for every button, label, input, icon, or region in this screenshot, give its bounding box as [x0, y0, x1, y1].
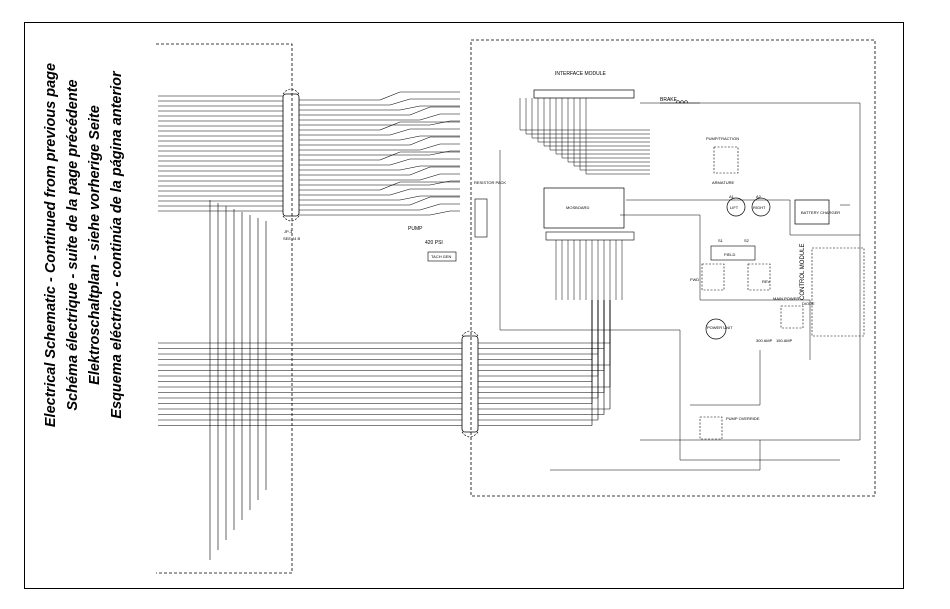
- pump-traction-label: PUMP/TRACTION: [706, 136, 739, 141]
- wire: [299, 181, 460, 191]
- psi-label: 420 PSI: [425, 240, 443, 246]
- wire: [525, 98, 650, 135]
- wire: [549, 98, 650, 151]
- wire: [531, 98, 650, 139]
- brake-coil: [660, 100, 700, 104]
- wire: [299, 158, 460, 166]
- wire: [579, 98, 650, 171]
- wire: [299, 165, 460, 171]
- tach-gen: [427, 251, 457, 262]
- wire: [620, 214, 811, 360]
- pump-override-relay: [699, 416, 723, 440]
- mosfet-board: [543, 187, 625, 229]
- bottom-connector: [461, 330, 479, 438]
- wire: [567, 98, 650, 163]
- wire: [626, 199, 860, 236]
- wire: [561, 98, 650, 159]
- rev-contactor: [747, 263, 771, 291]
- wire: [555, 98, 650, 155]
- armature-label: ARMATURE: [712, 180, 734, 185]
- wire: [585, 98, 650, 175]
- amp-300-label: 300 AMP: [756, 338, 773, 343]
- wire: [299, 143, 460, 151]
- diode-label: DIODE: [802, 301, 815, 306]
- interface-module-strip: [533, 89, 635, 99]
- drawing-frame: [24, 22, 904, 589]
- battery-charger-label: BATTERY CHARGER: [801, 210, 840, 215]
- wire: [573, 98, 650, 167]
- wire: [299, 166, 460, 176]
- brake-label: BRAKE: [660, 97, 678, 103]
- wire: [690, 350, 761, 406]
- resistor-pack-label: RESISTOR PACK: [474, 180, 506, 185]
- field-label: FIELD: [724, 252, 735, 257]
- mosfet-strip: [545, 231, 635, 241]
- conn-label: SEE J4 B: [283, 236, 300, 241]
- left-connector: [282, 88, 300, 222]
- main-power-contactor: [780, 305, 804, 329]
- fwd-contactor: [701, 263, 725, 291]
- wire: [299, 196, 460, 206]
- a1-label: A1: [729, 194, 735, 199]
- left-harness-wires: [158, 95, 283, 560]
- power-unit-label: POWER UNIT: [707, 325, 733, 330]
- wire: [299, 113, 460, 121]
- field-coil: [710, 245, 756, 261]
- wire: [299, 203, 460, 211]
- wire: [299, 135, 460, 141]
- wire: [543, 98, 650, 147]
- wire: [299, 195, 460, 201]
- pump-label: PUMP: [408, 226, 423, 232]
- wire: [299, 136, 460, 146]
- wire: [299, 180, 460, 186]
- tach-gen-label: TACH GEN: [431, 254, 451, 259]
- pump-traction-relay: [713, 146, 739, 174]
- wire: [299, 91, 460, 101]
- lift-motor-a1: [726, 197, 746, 217]
- wire: [299, 105, 460, 111]
- lift-label: LIFT: [730, 205, 739, 210]
- resistor-pack: [474, 198, 488, 238]
- control-module: [811, 247, 865, 337]
- conn-label-jp: JP-3: [284, 229, 293, 234]
- wire: [499, 150, 840, 461]
- pump-override-label: PUMP OVERRIDE: [726, 416, 760, 421]
- control-module-label: CONTROL MODULE: [800, 244, 806, 300]
- wire: [299, 120, 460, 126]
- wire: [299, 128, 460, 136]
- right-motor-a2: [751, 197, 771, 217]
- wire: [299, 106, 460, 116]
- right-label: RIGHT: [753, 205, 766, 210]
- wire: [519, 98, 650, 131]
- main-power-label: MAIN POWER: [773, 296, 799, 301]
- a2-label: A2: [756, 194, 762, 199]
- s2-label: S2: [744, 238, 750, 243]
- wire: [299, 98, 460, 106]
- wire: [299, 210, 460, 216]
- lower-harness-wires: [158, 300, 611, 426]
- wire: [640, 102, 861, 441]
- wire: [299, 151, 460, 161]
- wire: [299, 150, 460, 156]
- fwd-label: FWD: [690, 277, 699, 282]
- wire: [299, 173, 460, 181]
- wire: [299, 121, 460, 131]
- left-panel-border: [156, 43, 293, 574]
- amp-150-label: 150 AMP: [776, 338, 793, 343]
- upper-harness-wires: [299, 91, 460, 216]
- mosfet-label: MOSBOARD: [566, 205, 589, 210]
- rev-label: REV: [762, 279, 771, 284]
- panel-wires: [499, 98, 861, 471]
- interface-panel-border: [470, 39, 876, 497]
- wire: [550, 440, 761, 471]
- s1-label: S1: [718, 238, 724, 243]
- battery-charger: [794, 199, 830, 225]
- wire: [537, 98, 650, 143]
- wire: [299, 188, 460, 196]
- interface-module-label: INTERFACE MODULE: [555, 71, 607, 77]
- power-unit: [705, 318, 727, 340]
